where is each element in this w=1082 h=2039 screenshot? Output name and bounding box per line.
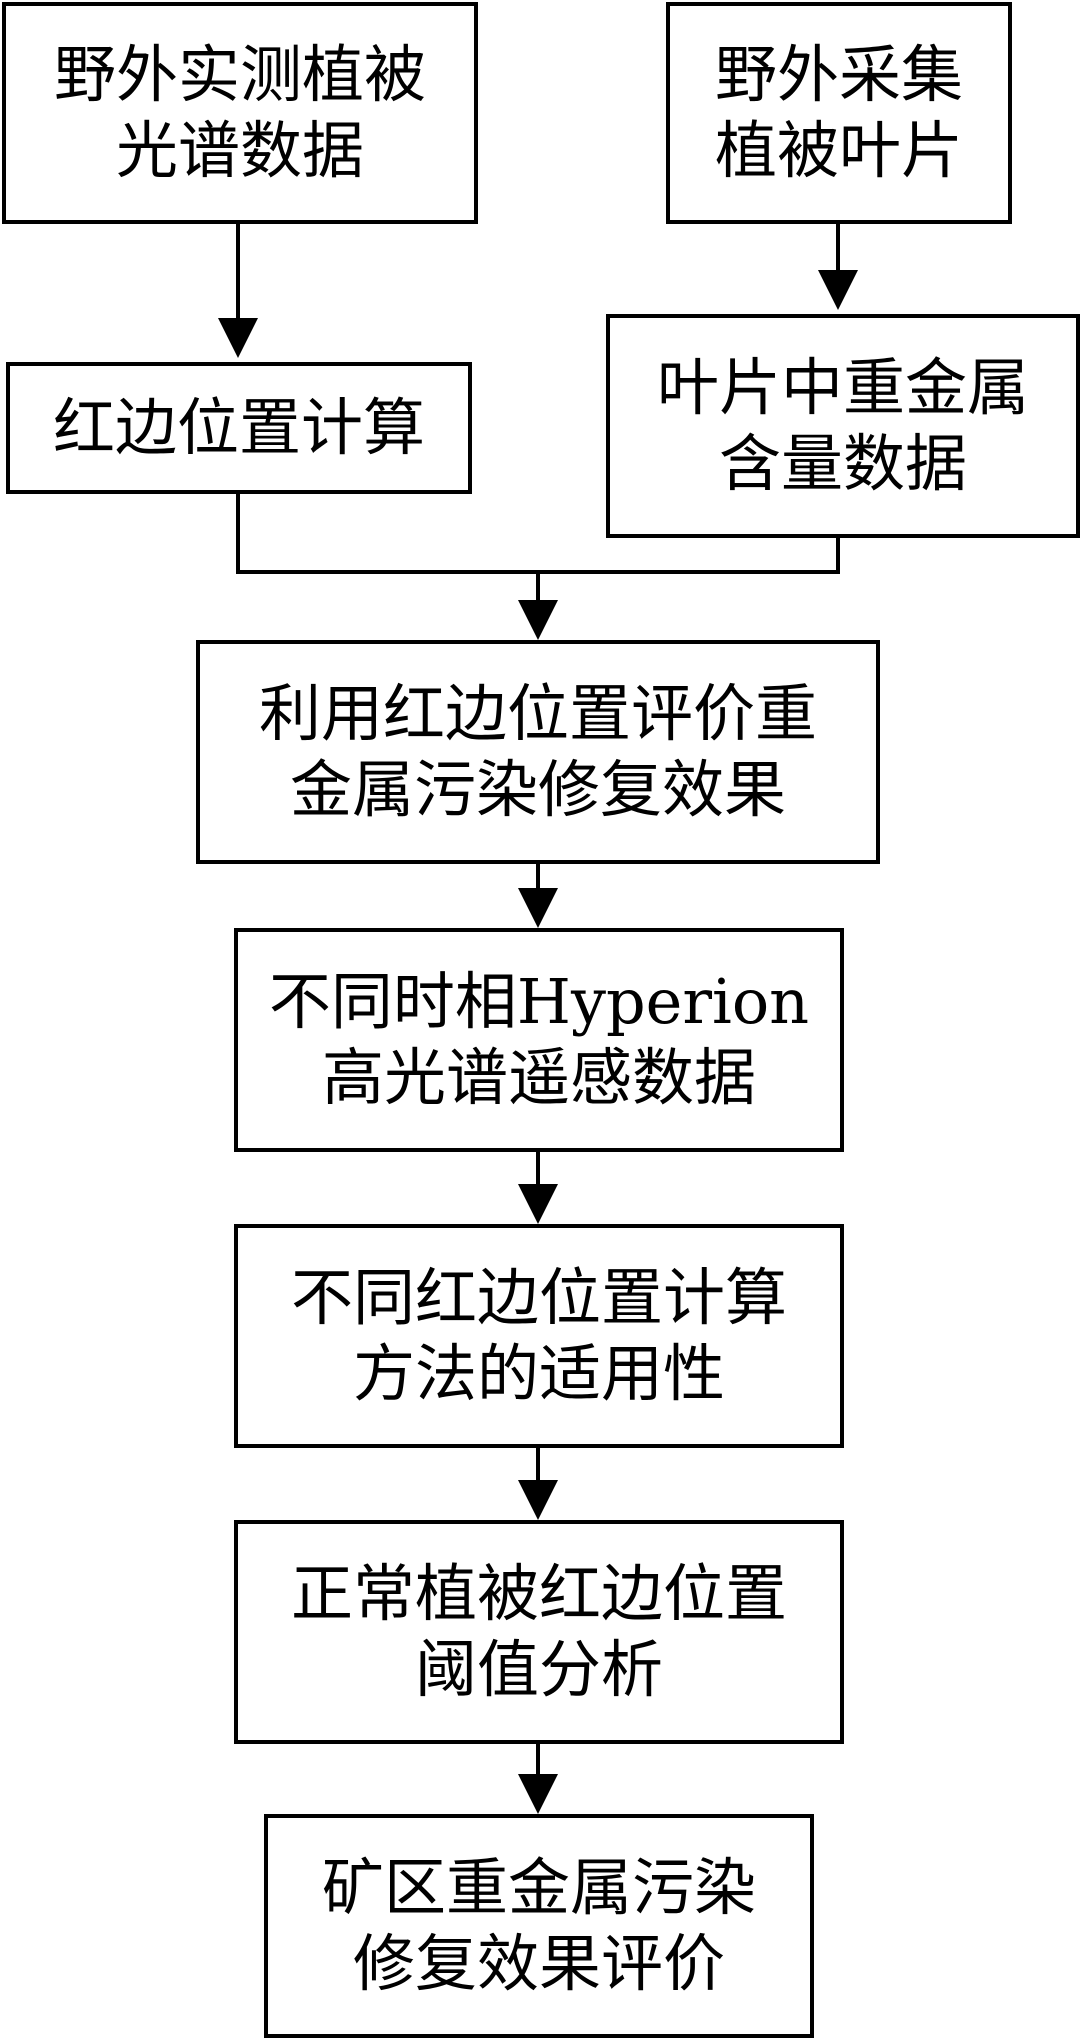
node-red-edge-calc-label: 红边位置计算	[52, 391, 425, 464]
node-heavy-metal-data-label: 叶片中重金属 含量数据	[656, 351, 1029, 500]
node-threshold: 正常植被红边位置 阈值分析	[234, 1520, 844, 1744]
node-field-spectra: 野外实测植被 光谱数据	[2, 2, 478, 224]
node-method-suitability-label: 不同红边位置计算 方法的适用性	[290, 1261, 787, 1410]
node-heavy-metal-data: 叶片中重金属 含量数据	[606, 314, 1080, 538]
node-field-leaves: 野外采集 植被叶片	[666, 2, 1012, 224]
node-field-spectra-label: 野外实测植被 光谱数据	[53, 38, 426, 187]
node-red-edge-calc: 红边位置计算	[6, 362, 472, 494]
node-final-label: 矿区重金属污染 修复效果评价	[321, 1851, 756, 2000]
node-hyperion-label: 不同时相Hyperion 高光谱遥感数据	[268, 965, 810, 1114]
node-threshold-label: 正常植被红边位置 阈值分析	[290, 1557, 787, 1706]
node-final: 矿区重金属污染 修复效果评价	[264, 1814, 814, 2038]
node-evaluate: 利用红边位置评价重 金属污染修复效果	[196, 640, 880, 864]
node-evaluate-label: 利用红边位置评价重 金属污染修复效果	[258, 677, 817, 826]
node-method-suitability: 不同红边位置计算 方法的适用性	[234, 1224, 844, 1448]
node-hyperion: 不同时相Hyperion 高光谱遥感数据	[234, 928, 844, 1152]
node-field-leaves-label: 野外采集 植被叶片	[714, 38, 963, 187]
